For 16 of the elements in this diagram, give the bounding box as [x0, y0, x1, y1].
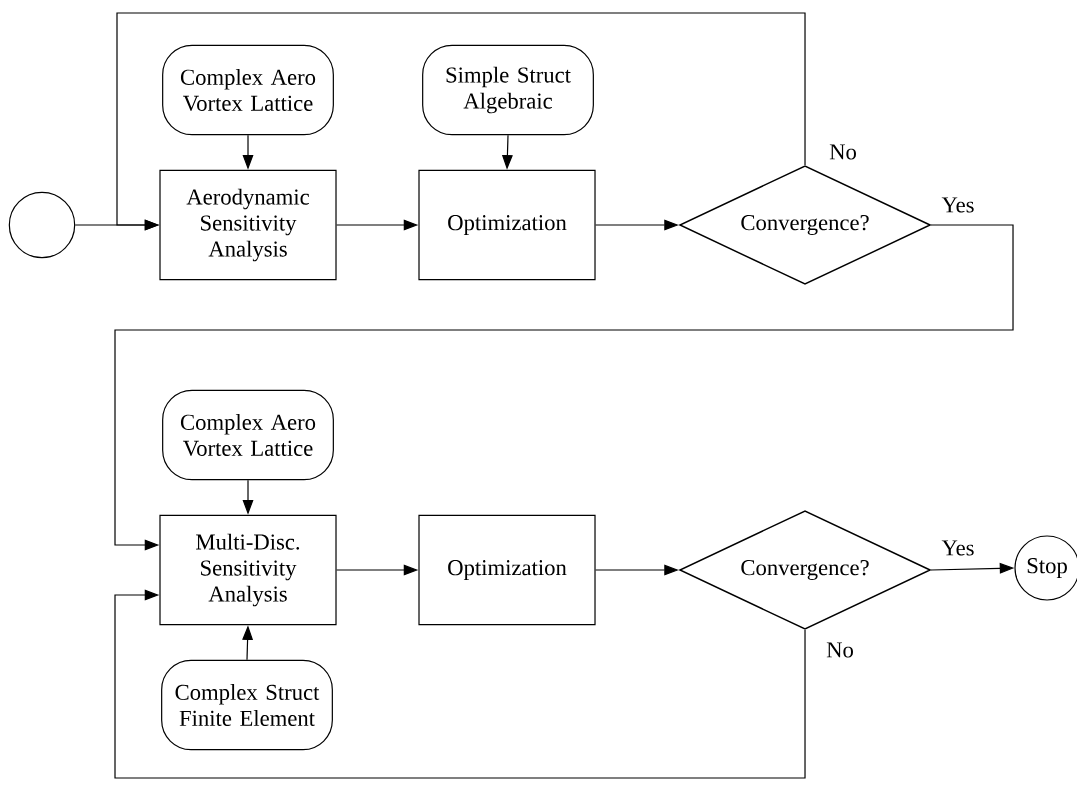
arrow	[116, 12, 806, 231]
edge-label: No	[827, 143, 859, 161]
process-box: Multi-Disc. Sensitivity Analysis	[159, 514, 337, 626]
edge-label: Yes	[940, 539, 976, 557]
model-box: Complex Aero Vortex Lattice	[162, 389, 334, 481]
model-box: Complex Struct Finite Element	[161, 659, 333, 751]
process-box: Optimization	[418, 169, 596, 281]
model-box: Simple Struct Algebraic	[422, 44, 594, 136]
arrow	[114, 224, 1014, 551]
model-box: Complex Aero Vortex Lattice	[162, 44, 334, 136]
start-circle	[8, 191, 76, 259]
edge-label: No	[824, 641, 856, 659]
edge-label: Yes	[940, 196, 976, 214]
process-box: Optimization	[418, 514, 596, 626]
process-box: Aerodynamic Sensitivity Analysis	[159, 169, 337, 281]
arrow	[114, 589, 806, 779]
